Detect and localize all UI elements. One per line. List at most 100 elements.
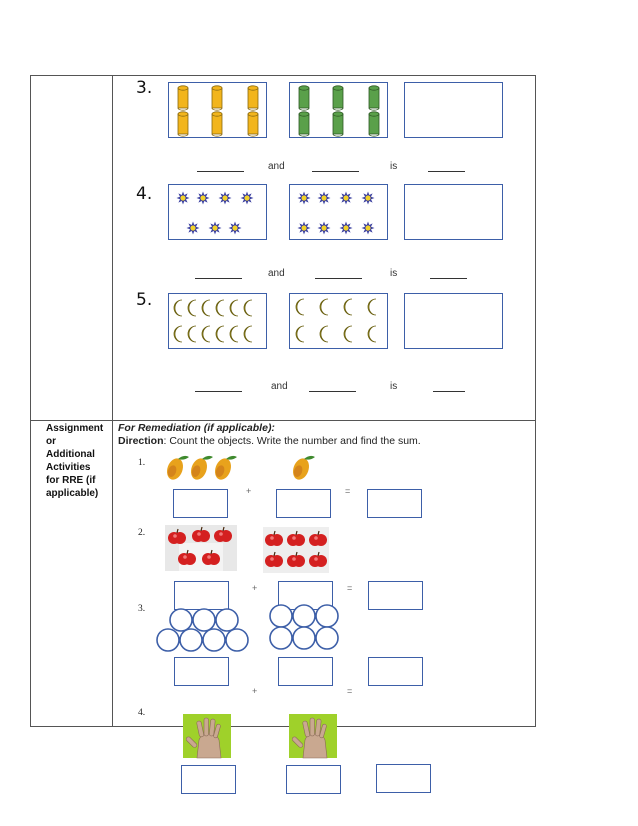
apple-icon	[287, 530, 305, 546]
item-5-group-b	[289, 293, 388, 349]
item-5-blank-3[interactable]	[433, 391, 465, 392]
crescent-moon-icon	[229, 325, 239, 343]
apple-icon	[178, 549, 196, 565]
table-top-border	[30, 75, 536, 76]
circle-icon	[315, 604, 339, 628]
yellow-cylinder-icon	[211, 85, 223, 111]
circle-icon	[269, 604, 293, 628]
item-4-blank-3[interactable]	[430, 278, 467, 279]
table-bottom-border	[30, 726, 536, 727]
apple-icon	[309, 530, 327, 546]
rem-item-3-box-a[interactable]	[174, 657, 229, 686]
crescent-moon-icon	[187, 325, 197, 343]
rem-item-1-box-b[interactable]	[276, 489, 331, 518]
rem-item-4-box-b[interactable]	[286, 765, 341, 794]
yellow-cylinder-icon	[177, 111, 189, 137]
direction-label: Direction	[118, 435, 164, 447]
rem-item-3-box-b[interactable]	[278, 657, 333, 686]
direction-text: Direction: Count the objects. Write the …	[118, 435, 421, 447]
apple-icon	[263, 527, 329, 573]
item-4-number: 4.	[136, 184, 153, 204]
item-5-group-a	[168, 293, 267, 349]
circle-icon	[292, 626, 316, 650]
item-5-answer-box[interactable]	[404, 293, 503, 349]
item-5-blank-2[interactable]	[309, 391, 356, 392]
assignment-label-line: or	[46, 436, 56, 447]
apple-icon	[265, 551, 283, 567]
circle-icon	[202, 628, 226, 652]
hand-icon	[289, 714, 337, 759]
star-icon	[240, 191, 254, 205]
item-3-blank-1[interactable]	[197, 171, 244, 172]
item-4-answer-box[interactable]	[404, 184, 503, 240]
assignment-label-line: Activities	[46, 462, 91, 473]
rem-item-4-box-a[interactable]	[181, 765, 236, 794]
green-cylinder-icon	[298, 85, 380, 137]
table-left-border	[30, 75, 31, 727]
mango-icon	[191, 455, 213, 480]
star-icon	[176, 191, 254, 235]
star-icon	[297, 191, 311, 205]
circle-icon	[156, 608, 249, 652]
rem-item-2-number: 2.	[138, 528, 146, 538]
yellow-cylinder-icon	[177, 85, 189, 111]
star-icon	[297, 221, 311, 235]
item-5-is: is	[390, 381, 398, 392]
item-3-number: 3.	[136, 78, 153, 98]
item-4-blank-2[interactable]	[315, 278, 362, 279]
crescent-moon-icon	[295, 298, 305, 316]
apple-icon	[287, 551, 305, 567]
crescent-moon-icon	[367, 325, 377, 343]
hand-icon	[183, 714, 231, 759]
item-3-blank-3[interactable]	[428, 171, 465, 172]
yellow-cylinder-icon	[247, 85, 259, 111]
mango-icon	[215, 455, 237, 480]
apple-icon	[202, 549, 220, 565]
assignment-label-line: Assignment	[46, 423, 104, 434]
direction-body: : Count the objects. Write the number an…	[163, 435, 421, 447]
item-3-blank-2[interactable]	[312, 171, 359, 172]
circle-icon	[215, 608, 239, 632]
green-cylinder-icon	[332, 85, 344, 111]
apple-icon	[214, 526, 232, 542]
crescent-moon-icon	[215, 325, 225, 343]
assignment-label-line: Additional	[46, 449, 95, 460]
item-5-blank-1[interactable]	[195, 391, 242, 392]
item-4-group-b	[289, 184, 388, 240]
green-cylinder-icon	[368, 111, 380, 137]
star-icon	[361, 191, 375, 205]
star-icon	[196, 191, 210, 205]
rem-item-2-answer-box[interactable]	[368, 581, 423, 610]
item-3-group-b	[289, 82, 388, 138]
table-col-divider	[112, 75, 113, 727]
rem-item-4-answer-box[interactable]	[376, 764, 431, 793]
item-4-blank-1[interactable]	[195, 278, 242, 279]
item-3-group-a	[168, 82, 267, 138]
apple-icon	[192, 526, 210, 542]
item-3-answer-box[interactable]	[404, 82, 503, 138]
rem-item-1-answer-box[interactable]	[367, 489, 422, 518]
crescent-moon-icon	[187, 299, 197, 317]
yellow-cylinder-icon	[211, 111, 223, 137]
rem-item-3-answer-box[interactable]	[368, 657, 423, 686]
circle-icon	[269, 626, 293, 650]
star-icon	[339, 191, 353, 205]
crescent-moon-icon	[243, 325, 253, 343]
rem-item-2-box-a[interactable]	[174, 581, 229, 610]
star-icon	[186, 221, 200, 235]
crescent-moon-icon	[319, 298, 329, 316]
crescent-moon-icon	[243, 299, 253, 317]
item-4-is: is	[390, 268, 398, 279]
star-icon	[297, 191, 375, 235]
apple-icon	[168, 528, 186, 544]
hand-icon	[291, 717, 328, 759]
crescent-moon-icon	[343, 325, 353, 343]
star-icon	[317, 191, 331, 205]
mango-icon	[293, 455, 315, 480]
circle-icon	[315, 626, 339, 650]
rem-item-3-plus: +	[252, 686, 258, 696]
item-3-and: and	[268, 161, 285, 172]
table-row-divider	[30, 420, 536, 421]
rem-item-1-equals: =	[345, 486, 351, 496]
rem-item-1-box-a[interactable]	[173, 489, 228, 518]
